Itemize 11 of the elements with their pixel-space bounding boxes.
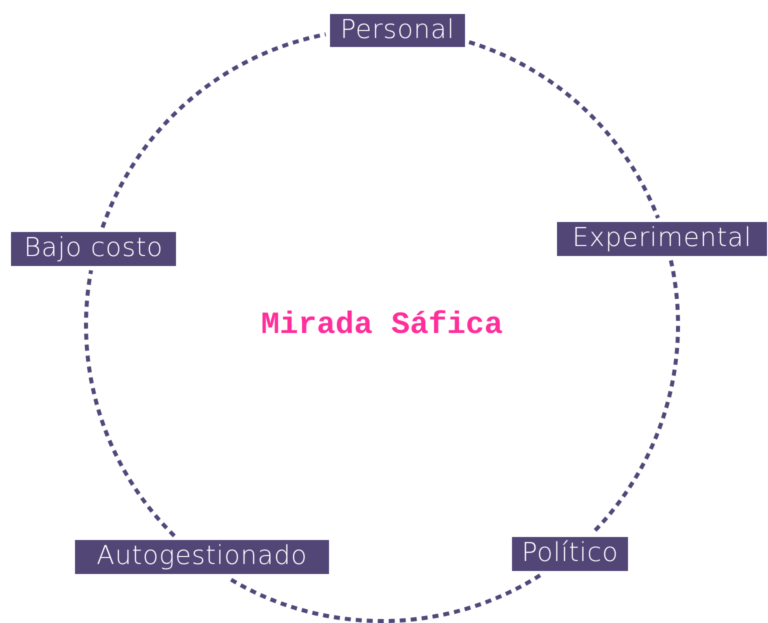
dotted-arc	[228, 574, 542, 623]
dotted-arc	[468, 40, 660, 219]
category-tag: Político	[512, 537, 628, 571]
center-title: Mirada Sáfica	[261, 308, 503, 342]
category-tag: Personal	[330, 14, 465, 47]
category-tag: Experimental	[557, 222, 767, 256]
category-tag: Autogestionado	[75, 540, 329, 574]
dotted-arc	[84, 270, 176, 538]
dotted-arc	[100, 32, 326, 228]
category-tag: Bajo costo	[11, 232, 176, 266]
dotted-arc	[591, 260, 680, 534]
